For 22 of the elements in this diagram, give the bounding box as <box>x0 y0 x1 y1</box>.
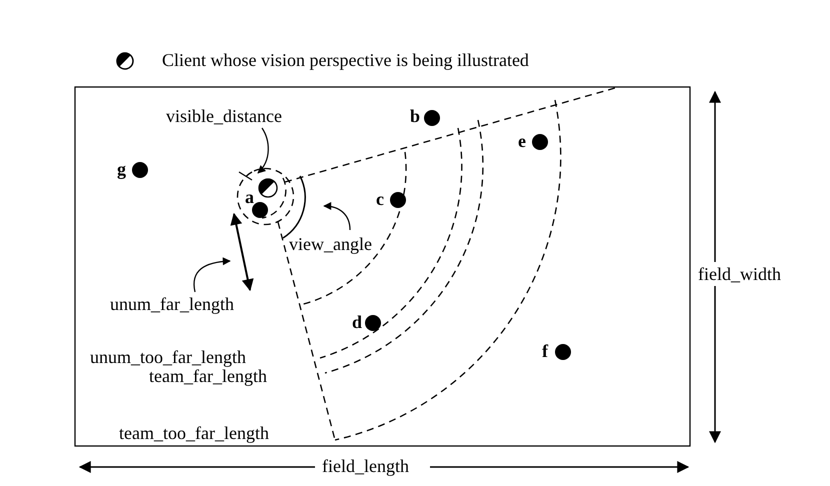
player-letter: f <box>542 341 548 361</box>
leader-line <box>194 257 231 292</box>
annotation-label: view_angle <box>289 234 372 254</box>
leader-line <box>323 202 351 230</box>
range-label: team_far_length <box>149 366 267 386</box>
player-letter: d <box>352 312 362 332</box>
dimension-label: field_width <box>698 262 781 286</box>
player-letter: b <box>410 106 420 126</box>
annotation-label: visible_distance <box>166 106 282 126</box>
player-letter: g <box>117 159 126 179</box>
legend-text: Client whose vision perspective is being illustrated <box>162 50 529 70</box>
annotation-label: unum_far_length <box>110 294 234 314</box>
range-label: team_too_far_length <box>119 423 269 443</box>
dimension-label: field_length <box>322 456 409 476</box>
double-arrow <box>230 212 254 292</box>
view-angle-arc <box>282 176 306 239</box>
range-label: unum_too_far_length <box>90 347 246 367</box>
player-letter: e <box>518 131 526 151</box>
player-letter: a <box>245 187 254 207</box>
leader-line <box>257 128 269 174</box>
player-letter: c <box>376 189 384 209</box>
visible-distance-circle <box>236 168 294 226</box>
